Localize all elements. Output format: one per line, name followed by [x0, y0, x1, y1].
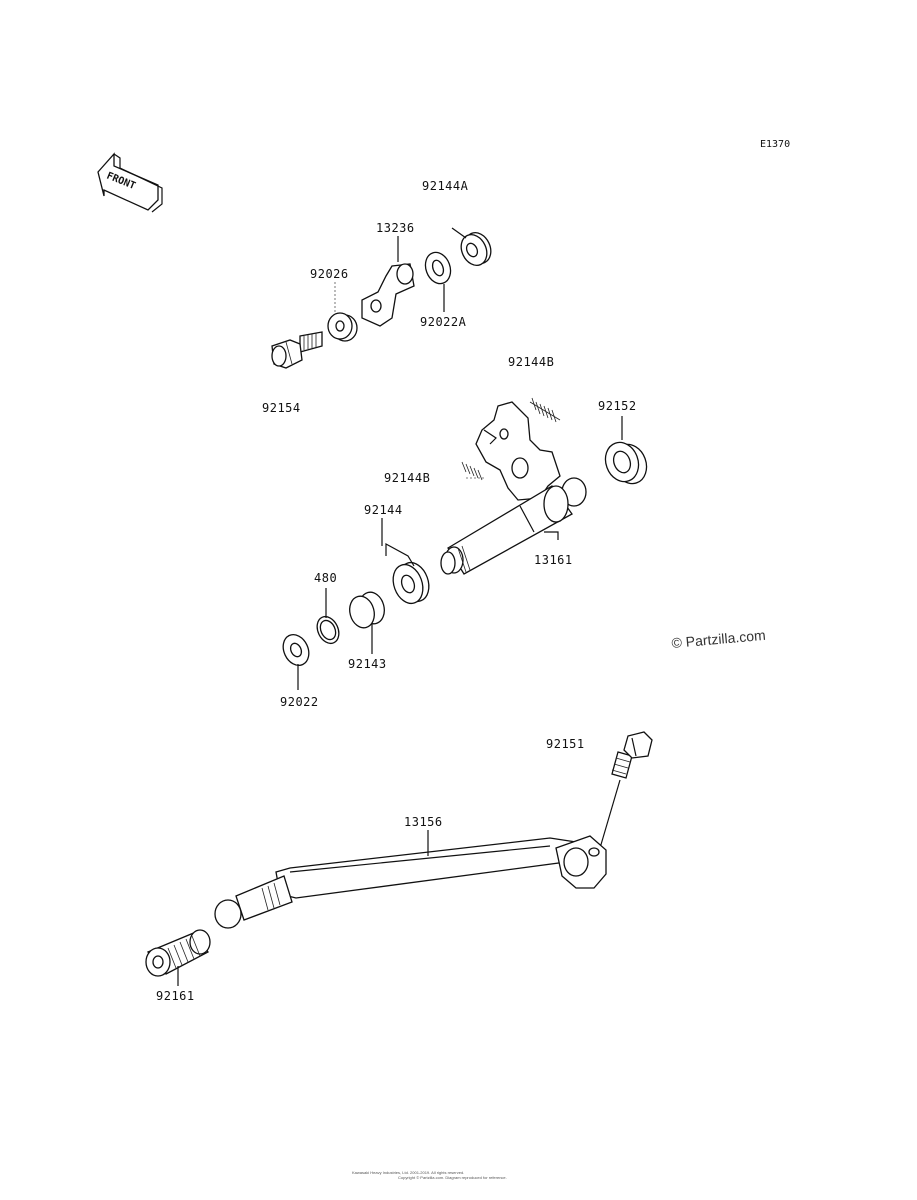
bolt-92151-part	[611, 731, 653, 779]
spring-92144B-mid-part	[461, 461, 483, 481]
label-480: 480	[314, 571, 337, 585]
collar-92026-part	[327, 312, 358, 342]
label-92152: 92152	[598, 399, 637, 413]
spring-92144B-top-part	[529, 397, 561, 423]
front-arrow-icon: FRONT	[97, 152, 163, 213]
watermark: © Partzilla.com	[671, 627, 766, 651]
label-92154: 92154	[262, 401, 301, 415]
circlip-480-part	[316, 615, 340, 645]
washer-92022-part	[282, 633, 310, 667]
label-92026: 92026	[310, 267, 349, 281]
washer-92022A-part	[424, 251, 452, 285]
spring-92144-part	[385, 542, 430, 605]
label-92143: 92143	[348, 657, 387, 671]
label-92144A: 92144A	[422, 179, 469, 193]
label-13161: 13161	[534, 553, 573, 567]
bolt-92154-part	[271, 331, 323, 369]
shift-pedal-13156-part	[214, 835, 607, 929]
label-92022: 92022	[280, 695, 319, 709]
diagram-code: E1370	[760, 139, 790, 150]
label-13236: 13236	[376, 221, 415, 235]
collar-92143-part	[349, 591, 385, 629]
label-92144: 92144	[364, 503, 403, 517]
label-92161: 92161	[156, 989, 195, 1003]
label-92144B-mid: 92144B	[384, 471, 430, 485]
pedal-rubber-92161-part	[145, 929, 211, 977]
footer-line-1: Kawasaki Heavy Industries, Ltd. 2001-201…	[352, 1170, 464, 1175]
label-92022A: 92022A	[420, 315, 467, 329]
shift-shaft-13161-part	[440, 477, 587, 575]
label-92144B-top: 92144B	[508, 355, 554, 369]
oil-seal-92152-part	[604, 441, 648, 485]
footer-line-2: Copyright © Partzilla.com. Diagram repro…	[398, 1175, 507, 1180]
lever-13236-part	[361, 263, 415, 327]
label-13156: 13156	[404, 815, 443, 829]
label-92151: 92151	[546, 737, 585, 751]
spring-92144A-part	[451, 227, 492, 267]
